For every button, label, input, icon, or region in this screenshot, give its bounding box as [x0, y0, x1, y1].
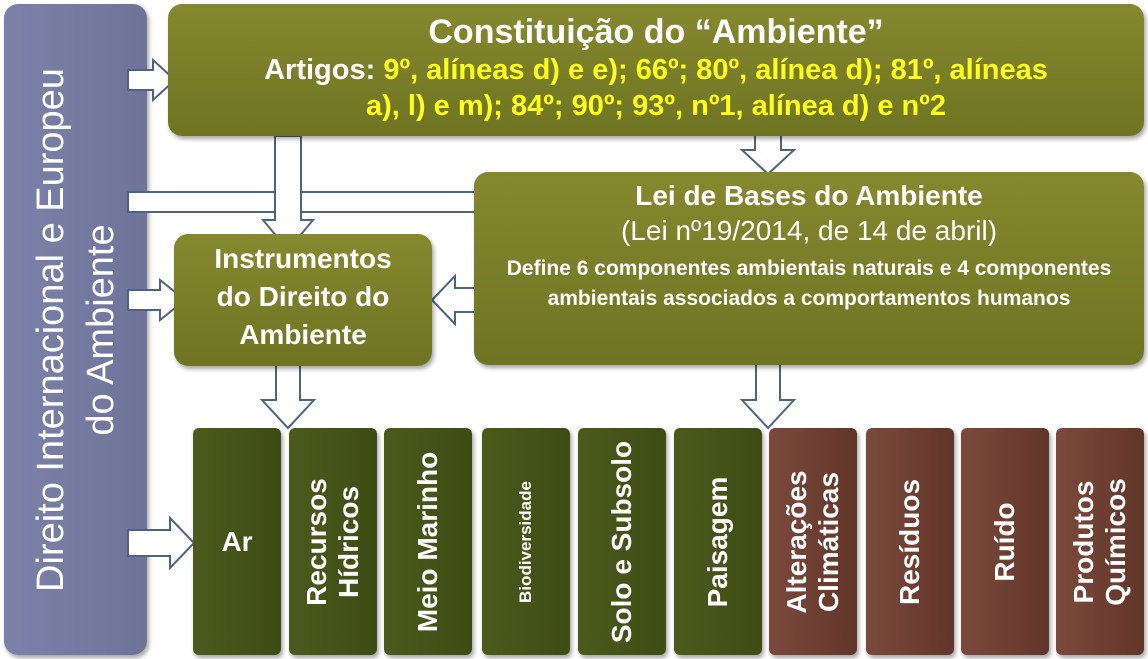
- arrow-instrumentos-to-components: [259, 361, 317, 430]
- lei-subtitle: (Lei nº19/2014, de 14 de abril): [620, 215, 998, 246]
- arrow-lei-to-components: [739, 361, 797, 430]
- component-label: Produtos Químicos: [1068, 477, 1131, 606]
- component-label: Biodiversidade: [516, 480, 535, 603]
- component-label: Solo e Subsolo: [606, 440, 637, 643]
- component-residuos: Resíduos: [866, 428, 954, 655]
- component-biodiversidade: Biodiversidade: [482, 428, 570, 655]
- component-solo-e-subsolo: Solo e Subsolo: [578, 428, 666, 655]
- component-label: Meio Marinho: [412, 451, 443, 632]
- component-alteracoes-climaticas: Alterações Climáticas: [769, 428, 857, 655]
- international-european-law-panel: Direito Internacional e Europeu do Ambie…: [4, 4, 147, 655]
- arrow-to-components: [127, 515, 196, 571]
- component-label: Resíduos: [894, 478, 925, 605]
- component-ruido: Ruído: [961, 428, 1049, 655]
- instrumentos-box: Instrumentos do Direito do Ambiente: [174, 234, 432, 366]
- lei-de-bases-box: Lei de Bases do Ambiente (Lei nº19/2014,…: [474, 172, 1144, 365]
- constituicao-articles: Artigos: 9º, alíneas d) e e); 66º; 80º, …: [168, 52, 1144, 124]
- component-recursos-hidricos: Recursos Hídricos: [289, 428, 377, 655]
- component-label: Ruído: [989, 501, 1020, 582]
- constituicao-box: Constituição do “Ambiente” Artigos: 9º, …: [168, 4, 1144, 136]
- arrow-to-lei-de-bases: [127, 175, 508, 229]
- component-ar: Ar: [193, 428, 281, 655]
- instrumentos-line-1: Instrumentos: [214, 243, 392, 274]
- instrumentos-line-3: Ambiente: [239, 319, 367, 350]
- component-meio-marinho: Meio Marinho: [384, 428, 472, 655]
- component-label: Paisagem: [702, 476, 733, 607]
- arrow-to-instrumentos: [127, 277, 187, 323]
- arrow-to-constituicao: [127, 57, 177, 103]
- component-label: Alterações Climáticas: [781, 469, 844, 614]
- component-paisagem: Paisagem: [674, 428, 762, 655]
- articles-line-2: a), l) e m); 84º; 90º; 93º, nº1, alínea …: [366, 90, 946, 122]
- component-label: Recursos Hídricos: [301, 477, 364, 606]
- instrumentos-line-2: do Direito do: [216, 281, 390, 312]
- component-produtos-quimicos: Produtos Químicos: [1056, 428, 1144, 655]
- constituicao-title: Constituição do “Ambiente”: [428, 13, 884, 51]
- articles-label: Artigos:: [264, 54, 376, 86]
- articles-line-1: 9º, alíneas d) e e); 66º; 80º, alínea d)…: [383, 54, 1048, 86]
- lei-title: Lei de Bases do Ambiente: [635, 180, 983, 211]
- lei-description: Define 6 componentes ambientais naturais…: [506, 257, 1112, 310]
- component-label: Ar: [221, 525, 253, 557]
